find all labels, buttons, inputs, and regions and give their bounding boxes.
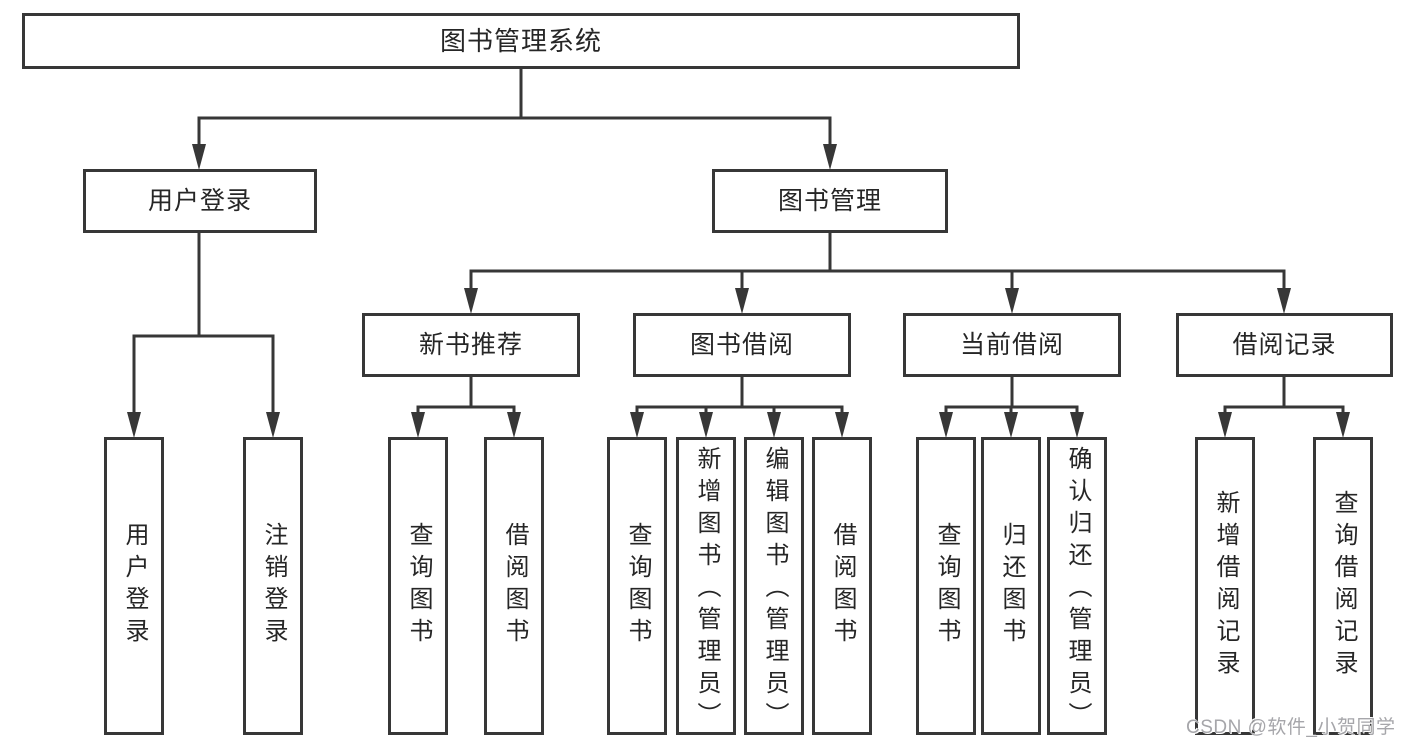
connector-group-6 [1218, 377, 1350, 438]
node-current-borrowing: 当前借阅 [903, 313, 1121, 377]
node-book-borrowing: 图书借阅 [633, 313, 851, 377]
leaf-borrow-books-borrowing: 借阅图书 [812, 437, 872, 735]
leaf-add-borrow-record: 新增借阅记录 [1195, 437, 1255, 735]
leaf-query-borrow-record: 查询借阅记录 [1313, 437, 1373, 735]
node-user-login: 用户登录 [83, 169, 317, 233]
leaf-user-login: 用户登录 [104, 437, 164, 735]
leaf-return-books: 归还图书 [981, 437, 1041, 735]
connector-group-3 [411, 377, 521, 438]
node-new-book-recommend: 新书推荐 [362, 313, 580, 377]
node-book-management: 图书管理 [712, 169, 948, 233]
leaf-query-books-newbook: 查询图书 [388, 437, 448, 735]
node-library-management-system: 图书管理系统 [22, 13, 1020, 69]
leaf-confirm-return-admin: 确认归还（管理员） [1047, 437, 1107, 735]
leaf-query-books-borrowing: 查询图书 [607, 437, 667, 735]
connector-group-1 [127, 232, 280, 438]
leaf-edit-books-admin: 编辑图书（管理员） [744, 437, 804, 735]
connector-group-5 [939, 377, 1084, 438]
leaf-logout: 注销登录 [243, 437, 303, 735]
node-borrowing-records: 借阅记录 [1176, 313, 1393, 377]
connector-group-4 [630, 377, 849, 438]
csdn-watermark: CSDN @软件_小贺同学 [1186, 717, 1396, 738]
connector-group-2 [464, 232, 1291, 314]
leaf-add-books-admin: 新增图书（管理员） [676, 437, 736, 735]
connector-group-0 [192, 69, 837, 170]
leaf-borrow-books-newbook: 借阅图书 [484, 437, 544, 735]
leaf-query-books-current: 查询图书 [916, 437, 976, 735]
